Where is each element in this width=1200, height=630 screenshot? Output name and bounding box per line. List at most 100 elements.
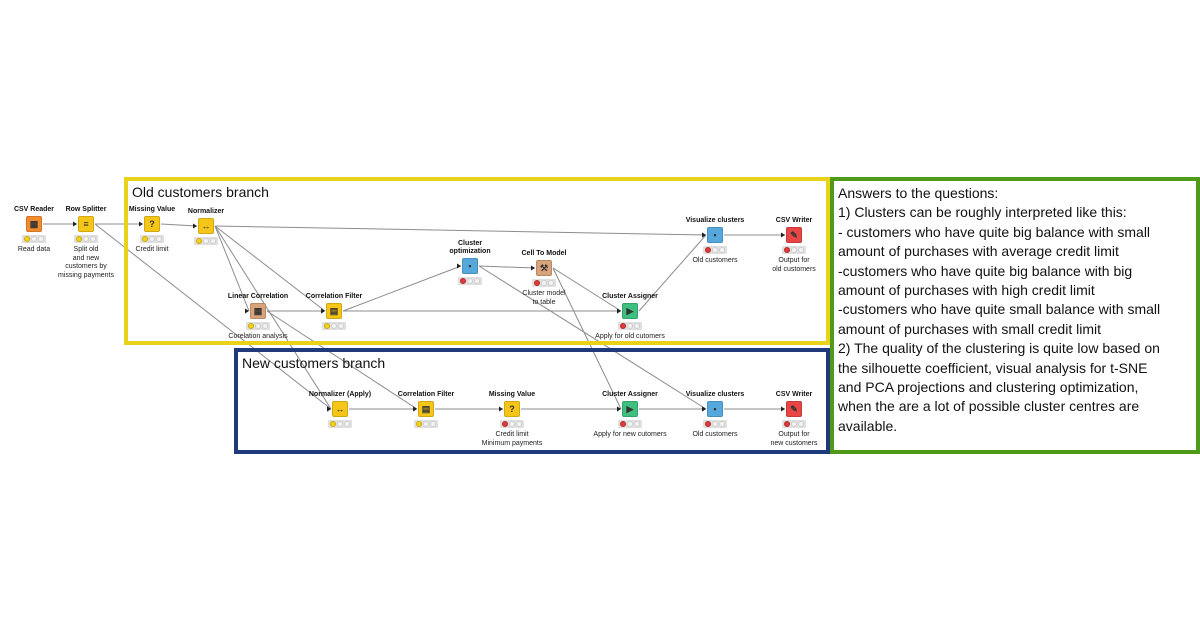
status-light	[634, 323, 640, 329]
node-correlation-filter-new[interactable]: Correlation Filter▤	[386, 391, 466, 428]
input-port-arrow[interactable]	[499, 406, 503, 412]
correlation-filter-old-icon: ▤	[329, 305, 339, 316]
csv-reader-icon: ▦	[29, 218, 39, 229]
node-status-indicator	[22, 235, 46, 243]
visualize-clusters-old-icon: ▪	[713, 230, 717, 240]
node-name: Cluster Assigner	[602, 391, 658, 398]
node-icon[interactable]: ↔	[332, 401, 348, 417]
node-status-indicator	[414, 420, 438, 428]
node-description: Credit limit	[495, 431, 529, 438]
connection-normalizer-to-visualize-clusters-old	[214, 225, 707, 236]
node-icon[interactable]: ?	[504, 401, 520, 417]
node-description: to table	[532, 298, 556, 306]
node-icon[interactable]: ▦	[250, 303, 266, 319]
node-cluster-assigner-old[interactable]: Cluster Assigner▶Apply for old cutomers	[590, 293, 670, 342]
input-port-arrow[interactable]	[781, 406, 785, 412]
node-status-indicator	[703, 420, 727, 428]
input-port-arrow[interactable]	[193, 223, 197, 229]
correlation-filter-new-icon: ▤	[421, 403, 431, 414]
node-icon[interactable]: ✎	[786, 401, 802, 417]
status-light	[516, 421, 522, 427]
node-name: Row Splitter	[65, 206, 107, 213]
node-cluster-assigner-new[interactable]: Cluster Assigner ▶ Apply for new cutomers	[590, 391, 670, 440]
node-icon[interactable]: ▪	[707, 227, 723, 243]
missing-value-new-icon: ?	[509, 404, 515, 414]
node-description: missing payments	[57, 271, 115, 279]
input-port-arrow[interactable]	[617, 406, 621, 412]
node-cluster-optimization[interactable]: Cluster optimization▪	[430, 240, 510, 285]
input-port-arrow[interactable]	[702, 406, 706, 412]
node-name: Normalizer	[187, 208, 225, 215]
input-port-arrow[interactable]	[781, 232, 785, 238]
answer-line: available.	[838, 417, 898, 434]
input-port-arrow[interactable]	[245, 308, 249, 314]
node-linear-correlation[interactable]: Linear Correlation▦Corelation analysis	[218, 293, 298, 342]
input-port-arrow[interactable]	[139, 221, 143, 227]
connection-normalizer-to-normalizer-apply	[214, 225, 332, 410]
status-light	[784, 247, 790, 253]
input-port-arrow[interactable]	[531, 265, 535, 271]
node-visualize-clusters-new[interactable]: Visualize clusters▪Old customers	[675, 391, 755, 440]
node-normalizer[interactable]: Normalizer ↔	[166, 208, 246, 245]
node-icon[interactable]: ▶	[622, 401, 638, 417]
node-correlation-filter-old[interactable]: Correlation Filter▤	[294, 293, 374, 330]
input-port-arrow[interactable]	[73, 221, 77, 227]
node-normalizer-apply[interactable]: Normalizer (Apply) ↔	[300, 391, 380, 428]
node-description: Output for	[778, 431, 810, 438]
node-description: Corelation analysis	[228, 333, 288, 340]
node-icon[interactable]: ▶	[622, 303, 638, 319]
old-branch-title: Old customers branch	[132, 184, 269, 200]
node-icon[interactable]: ▤	[418, 401, 434, 417]
node-name: Visualize clusters	[685, 217, 745, 224]
node-status-indicator	[246, 322, 270, 330]
input-port-arrow[interactable]	[457, 263, 461, 269]
node-icon[interactable]: ▪	[462, 258, 478, 274]
node-missing-value-old[interactable]: Missing Value?Credit limit	[112, 206, 192, 255]
status-light	[203, 238, 209, 244]
answer-line: -customers who have quite small balance …	[838, 301, 1161, 318]
old-customers-branch-annotation[interactable]: Old customers branch	[124, 177, 830, 345]
answer-line: amount of purchases with high credit lim…	[838, 282, 1095, 299]
node-icon[interactable]: ↔	[198, 218, 214, 234]
node-csv-reader[interactable]: CSV Reader▦Read data	[0, 206, 74, 255]
node-name: Normalizer (Apply)	[308, 391, 372, 398]
linear-correlation-icon: ▦	[253, 305, 263, 316]
node-name: Cluster Assigner	[602, 293, 658, 300]
node-description: Apply for new cutomers	[593, 431, 667, 438]
connection-cluster-optimization-to-cell-to-model	[478, 265, 536, 269]
answer-line: 1) Clusters can be roughly interpreted l…	[838, 204, 1127, 221]
node-icon[interactable]: ✎	[786, 227, 802, 243]
input-port-arrow[interactable]	[702, 232, 706, 238]
status-light	[83, 236, 89, 242]
node-icon[interactable]: ▤	[326, 303, 342, 319]
status-light	[509, 421, 515, 427]
answers-annotation[interactable]: Answers to the questions: 1) Clusters ca…	[830, 177, 1200, 454]
node-status-indicator	[458, 277, 482, 285]
node-icon[interactable]: ⚒	[536, 260, 552, 276]
input-port-arrow[interactable]	[413, 406, 417, 412]
status-light	[90, 236, 96, 242]
node-name: CSV Writer	[775, 391, 813, 398]
answer-line: amount of purchases with average credit …	[838, 243, 1119, 260]
node-name: Visualize clusters	[685, 391, 745, 398]
new-customers-branch-annotation[interactable]: New customers branch	[234, 348, 830, 454]
connection-cell-to-model-to-cluster-assigner-old	[552, 267, 622, 312]
status-light	[331, 323, 337, 329]
node-icon[interactable]: ?	[144, 216, 160, 232]
node-icon[interactable]: ▦	[26, 216, 42, 232]
answer-line: Answers to the questions:	[838, 185, 999, 201]
status-light	[248, 323, 254, 329]
input-port-arrow[interactable]	[327, 406, 331, 412]
input-port-arrow[interactable]	[617, 308, 621, 314]
cluster-assigner-new-icon: ▶	[626, 403, 634, 414]
node-visualize-clusters-old[interactable]: Visualize clusters▪Old customers	[675, 217, 755, 266]
node-icon[interactable]: ≡	[78, 216, 94, 232]
input-port-arrow[interactable]	[321, 308, 325, 314]
node-icon[interactable]: ▪	[707, 401, 723, 417]
